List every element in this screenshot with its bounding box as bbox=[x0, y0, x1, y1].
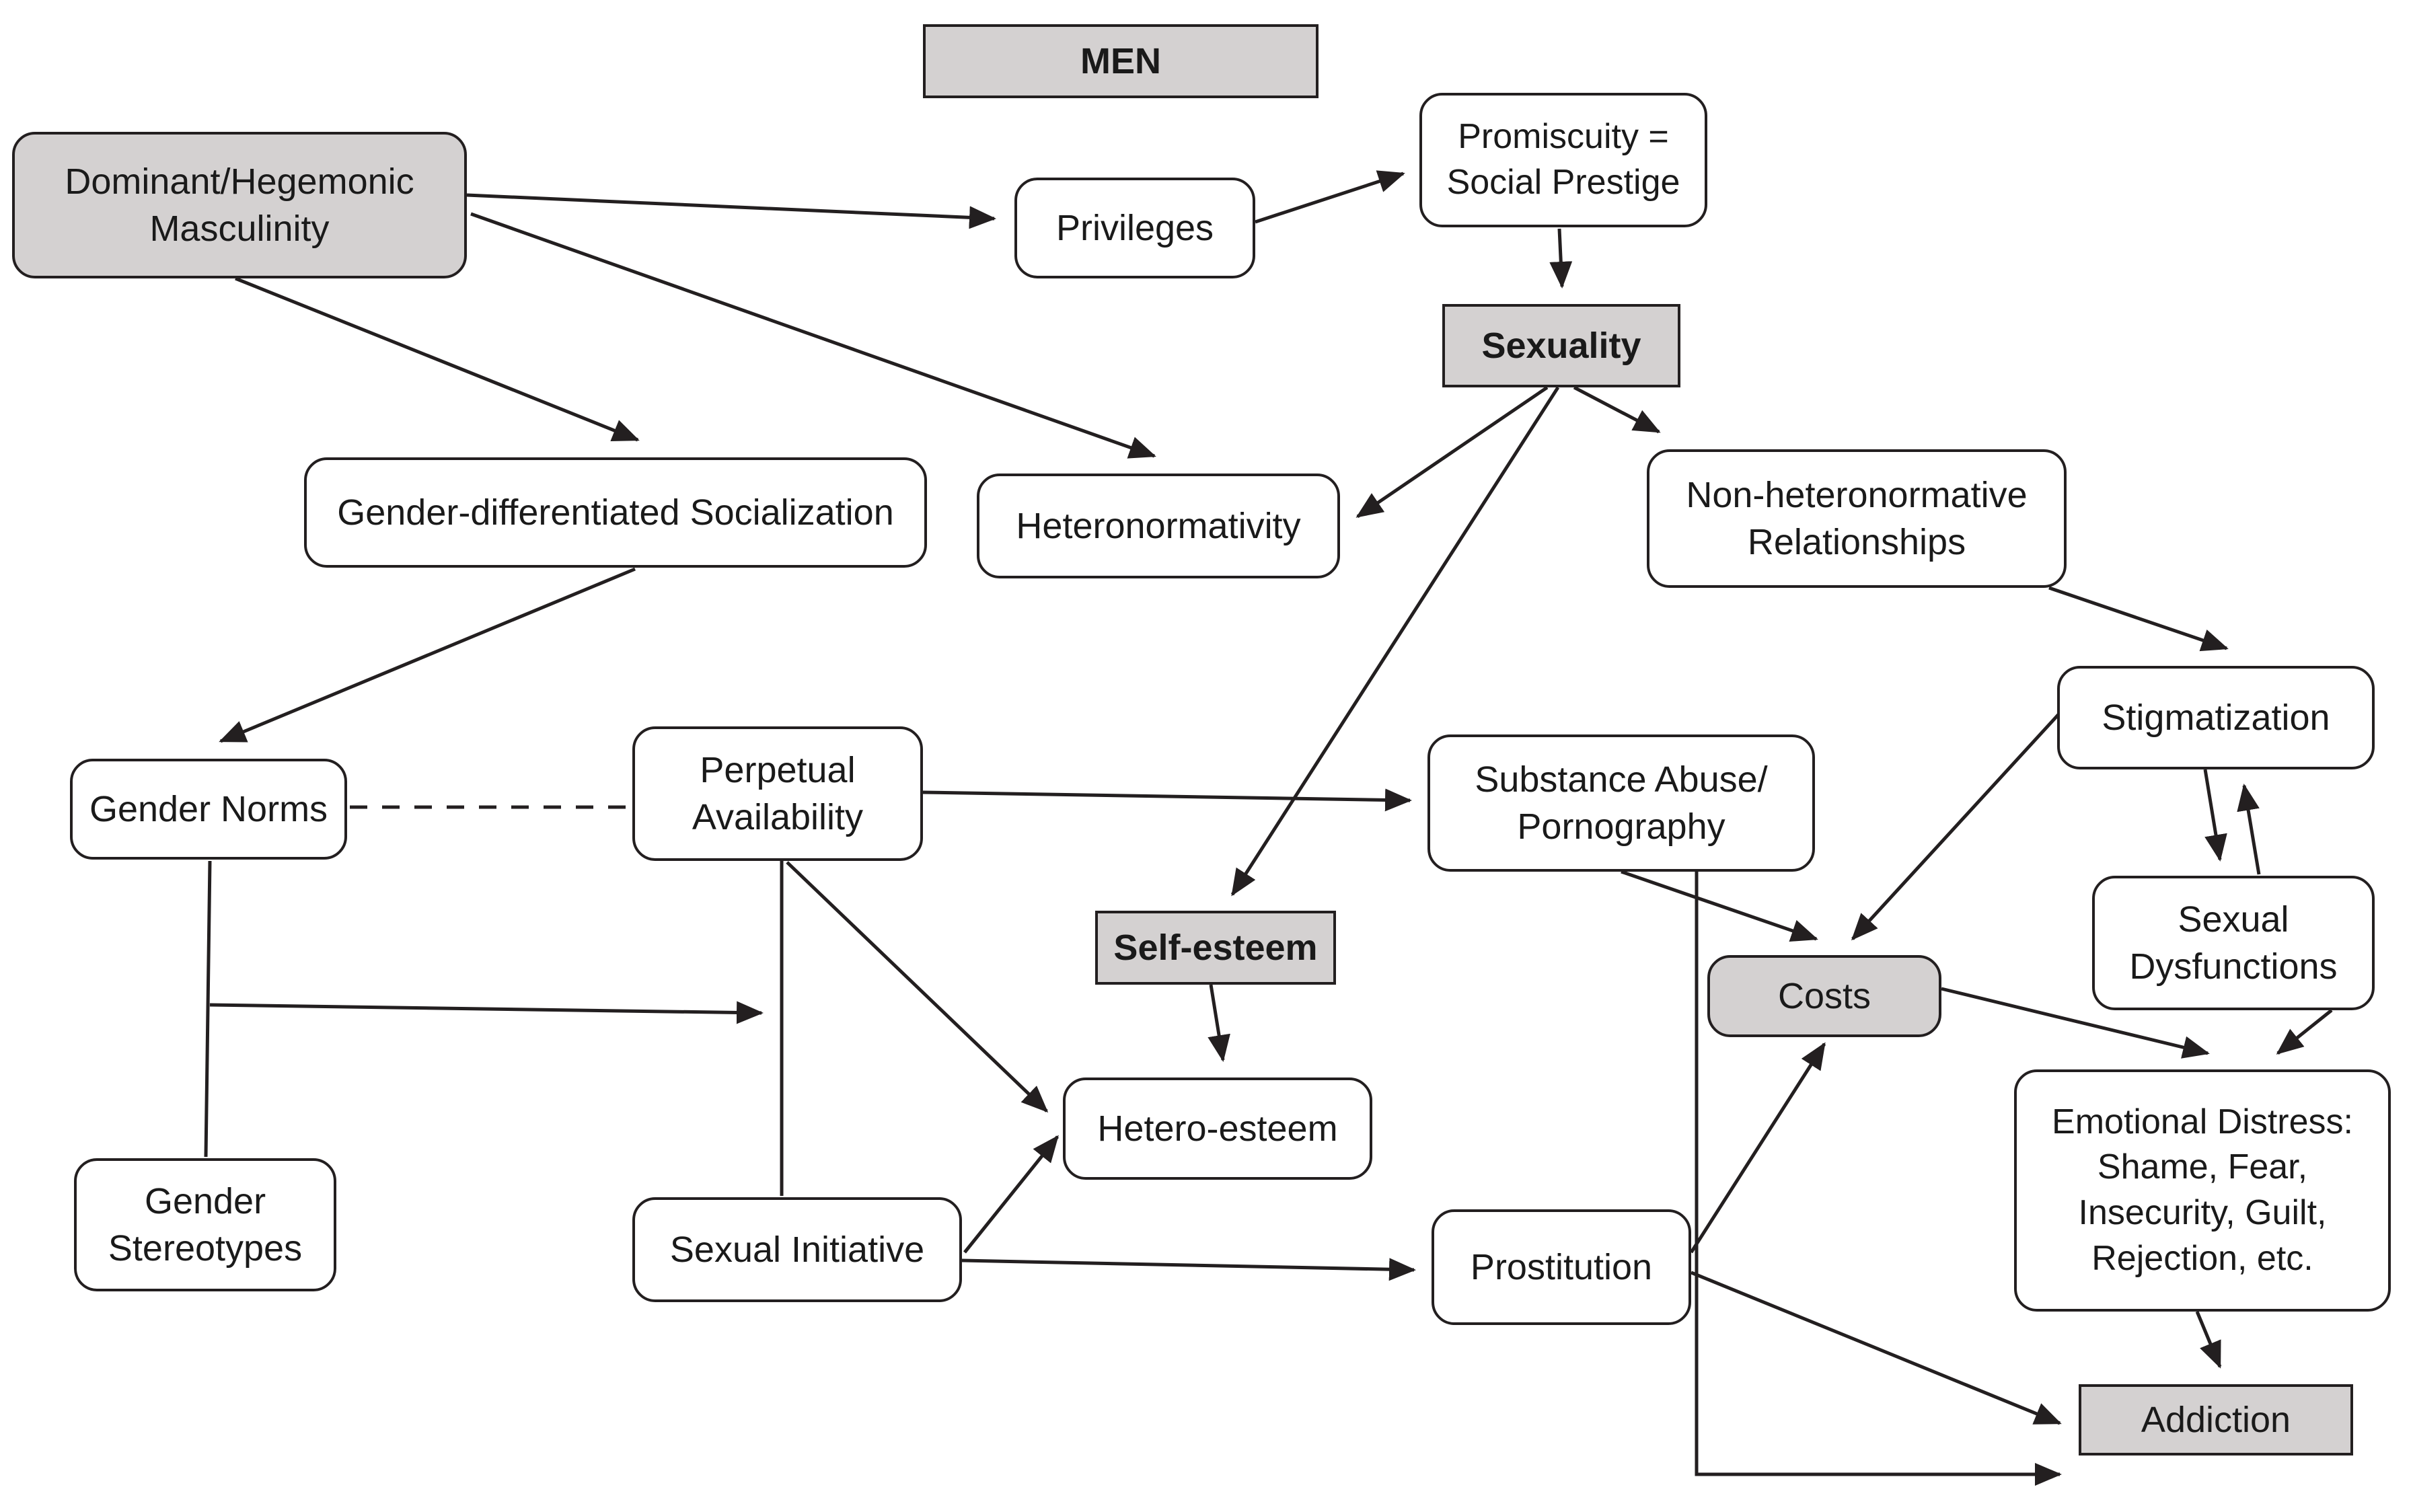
node-gendernorms-label: Gender Norms bbox=[89, 788, 328, 829]
node-costs-label: Costs bbox=[1777, 975, 1871, 1016]
edge-dominant-heteronorm bbox=[470, 212, 1156, 459]
edge-prostitution-costs bbox=[1689, 1042, 1826, 1254]
node-promiscuity-label: Promiscuity =Social Prestige bbox=[1446, 117, 1680, 202]
node-heteronorm-label: Heteronormativity bbox=[1016, 505, 1301, 546]
edge-privileges-promiscuity bbox=[1255, 170, 1405, 224]
edge-dominant-gendersoc bbox=[235, 276, 640, 442]
node-emotional-label: Emotional Distress:Shame, Fear,Insecurit… bbox=[2052, 1102, 2353, 1278]
edge-emotional-addiction bbox=[2195, 1311, 2222, 1369]
node-stigma-label: Stigmatization bbox=[2102, 697, 2330, 738]
edge-prostitution-addiction bbox=[1691, 1271, 2062, 1425]
node-substance-label: Substance Abuse/Pornography bbox=[1475, 759, 1768, 847]
node-sexual-initiative[interactable]: Sexual Initiative bbox=[632, 1197, 962, 1302]
edge-dominant-privileges bbox=[466, 193, 996, 229]
edge-selfesteem-heteroesteem bbox=[1208, 984, 1230, 1062]
edge-sexdys-emotional bbox=[2276, 1009, 2333, 1055]
node-emotional-distress[interactable]: Emotional Distress:Shame, Fear,Insecurit… bbox=[2014, 1069, 2391, 1312]
edge-gendernorms-genderstereo bbox=[204, 860, 212, 1158]
edge-substance-costs bbox=[1621, 870, 1818, 942]
edge-sexinit-heteroesteem bbox=[963, 1135, 1059, 1254]
node-selfesteem-label: Self-esteem bbox=[1113, 927, 1318, 968]
node-heteroesteem-label: Hetero-esteem bbox=[1097, 1108, 1338, 1149]
node-men-label: MEN bbox=[1080, 40, 1161, 81]
node-self-esteem[interactable]: Self-esteem bbox=[1095, 911, 1336, 985]
edge-sexuality-nonhetero bbox=[1573, 385, 1661, 434]
edge-stigma-sexdys bbox=[2203, 769, 2227, 862]
edge-promiscuity-sexuality bbox=[1549, 228, 1573, 289]
node-hetero-esteem[interactable]: Hetero-esteem bbox=[1063, 1078, 1372, 1180]
edge-perpetual-heteroesteem bbox=[786, 861, 1049, 1113]
edge-substance-addiction bbox=[1695, 872, 2062, 1486]
node-promiscuity-social-prestige[interactable]: Promiscuity =Social Prestige bbox=[1419, 93, 1707, 227]
node-addiction-label: Addiction bbox=[2141, 1399, 2291, 1440]
edge-perpetual-substance bbox=[922, 788, 1412, 812]
edge-sexdys-stigma bbox=[2237, 784, 2261, 875]
node-prostitution-label: Prostitution bbox=[1470, 1246, 1653, 1287]
edge-gendersoc-gendernorms bbox=[219, 567, 636, 743]
node-privileges[interactable]: Privileges bbox=[1014, 178, 1255, 278]
edge-nonhetero-stigma bbox=[2048, 586, 2229, 652]
node-substance-abuse-pornography[interactable]: Substance Abuse/Pornography bbox=[1427, 734, 1815, 872]
node-sexinit-label: Sexual Initiative bbox=[669, 1229, 925, 1270]
edge-gendernorms-sexinit bbox=[209, 1001, 764, 1024]
node-sexuality-label: Sexuality bbox=[1481, 325, 1641, 366]
node-gender-norms[interactable]: Gender Norms bbox=[70, 759, 347, 860]
node-prostitution[interactable]: Prostitution bbox=[1432, 1209, 1691, 1325]
node-men[interactable]: MEN bbox=[923, 24, 1319, 98]
node-stigmatization[interactable]: Stigmatization bbox=[2057, 666, 2375, 769]
node-addiction[interactable]: Addiction bbox=[2079, 1384, 2353, 1456]
edge-sexinit-prostitution bbox=[961, 1258, 1416, 1281]
node-gendersoc-label: Gender-differentiated Socialization bbox=[337, 492, 894, 533]
node-sexuality[interactable]: Sexuality bbox=[1442, 304, 1680, 387]
edge-sexuality-selfesteem bbox=[1230, 386, 1560, 897]
edge-sexuality-heteronorm bbox=[1356, 385, 1549, 519]
edge-costs-emotional bbox=[1941, 987, 2210, 1059]
node-costs[interactable]: Costs bbox=[1707, 955, 1941, 1037]
node-gender-differentiated-socialization[interactable]: Gender-differentiated Socialization bbox=[304, 457, 927, 568]
node-heteronormativity[interactable]: Heteronormativity bbox=[977, 474, 1340, 578]
node-privileges-label: Privileges bbox=[1055, 207, 1214, 248]
edge-stigma-costs bbox=[1851, 712, 2061, 941]
